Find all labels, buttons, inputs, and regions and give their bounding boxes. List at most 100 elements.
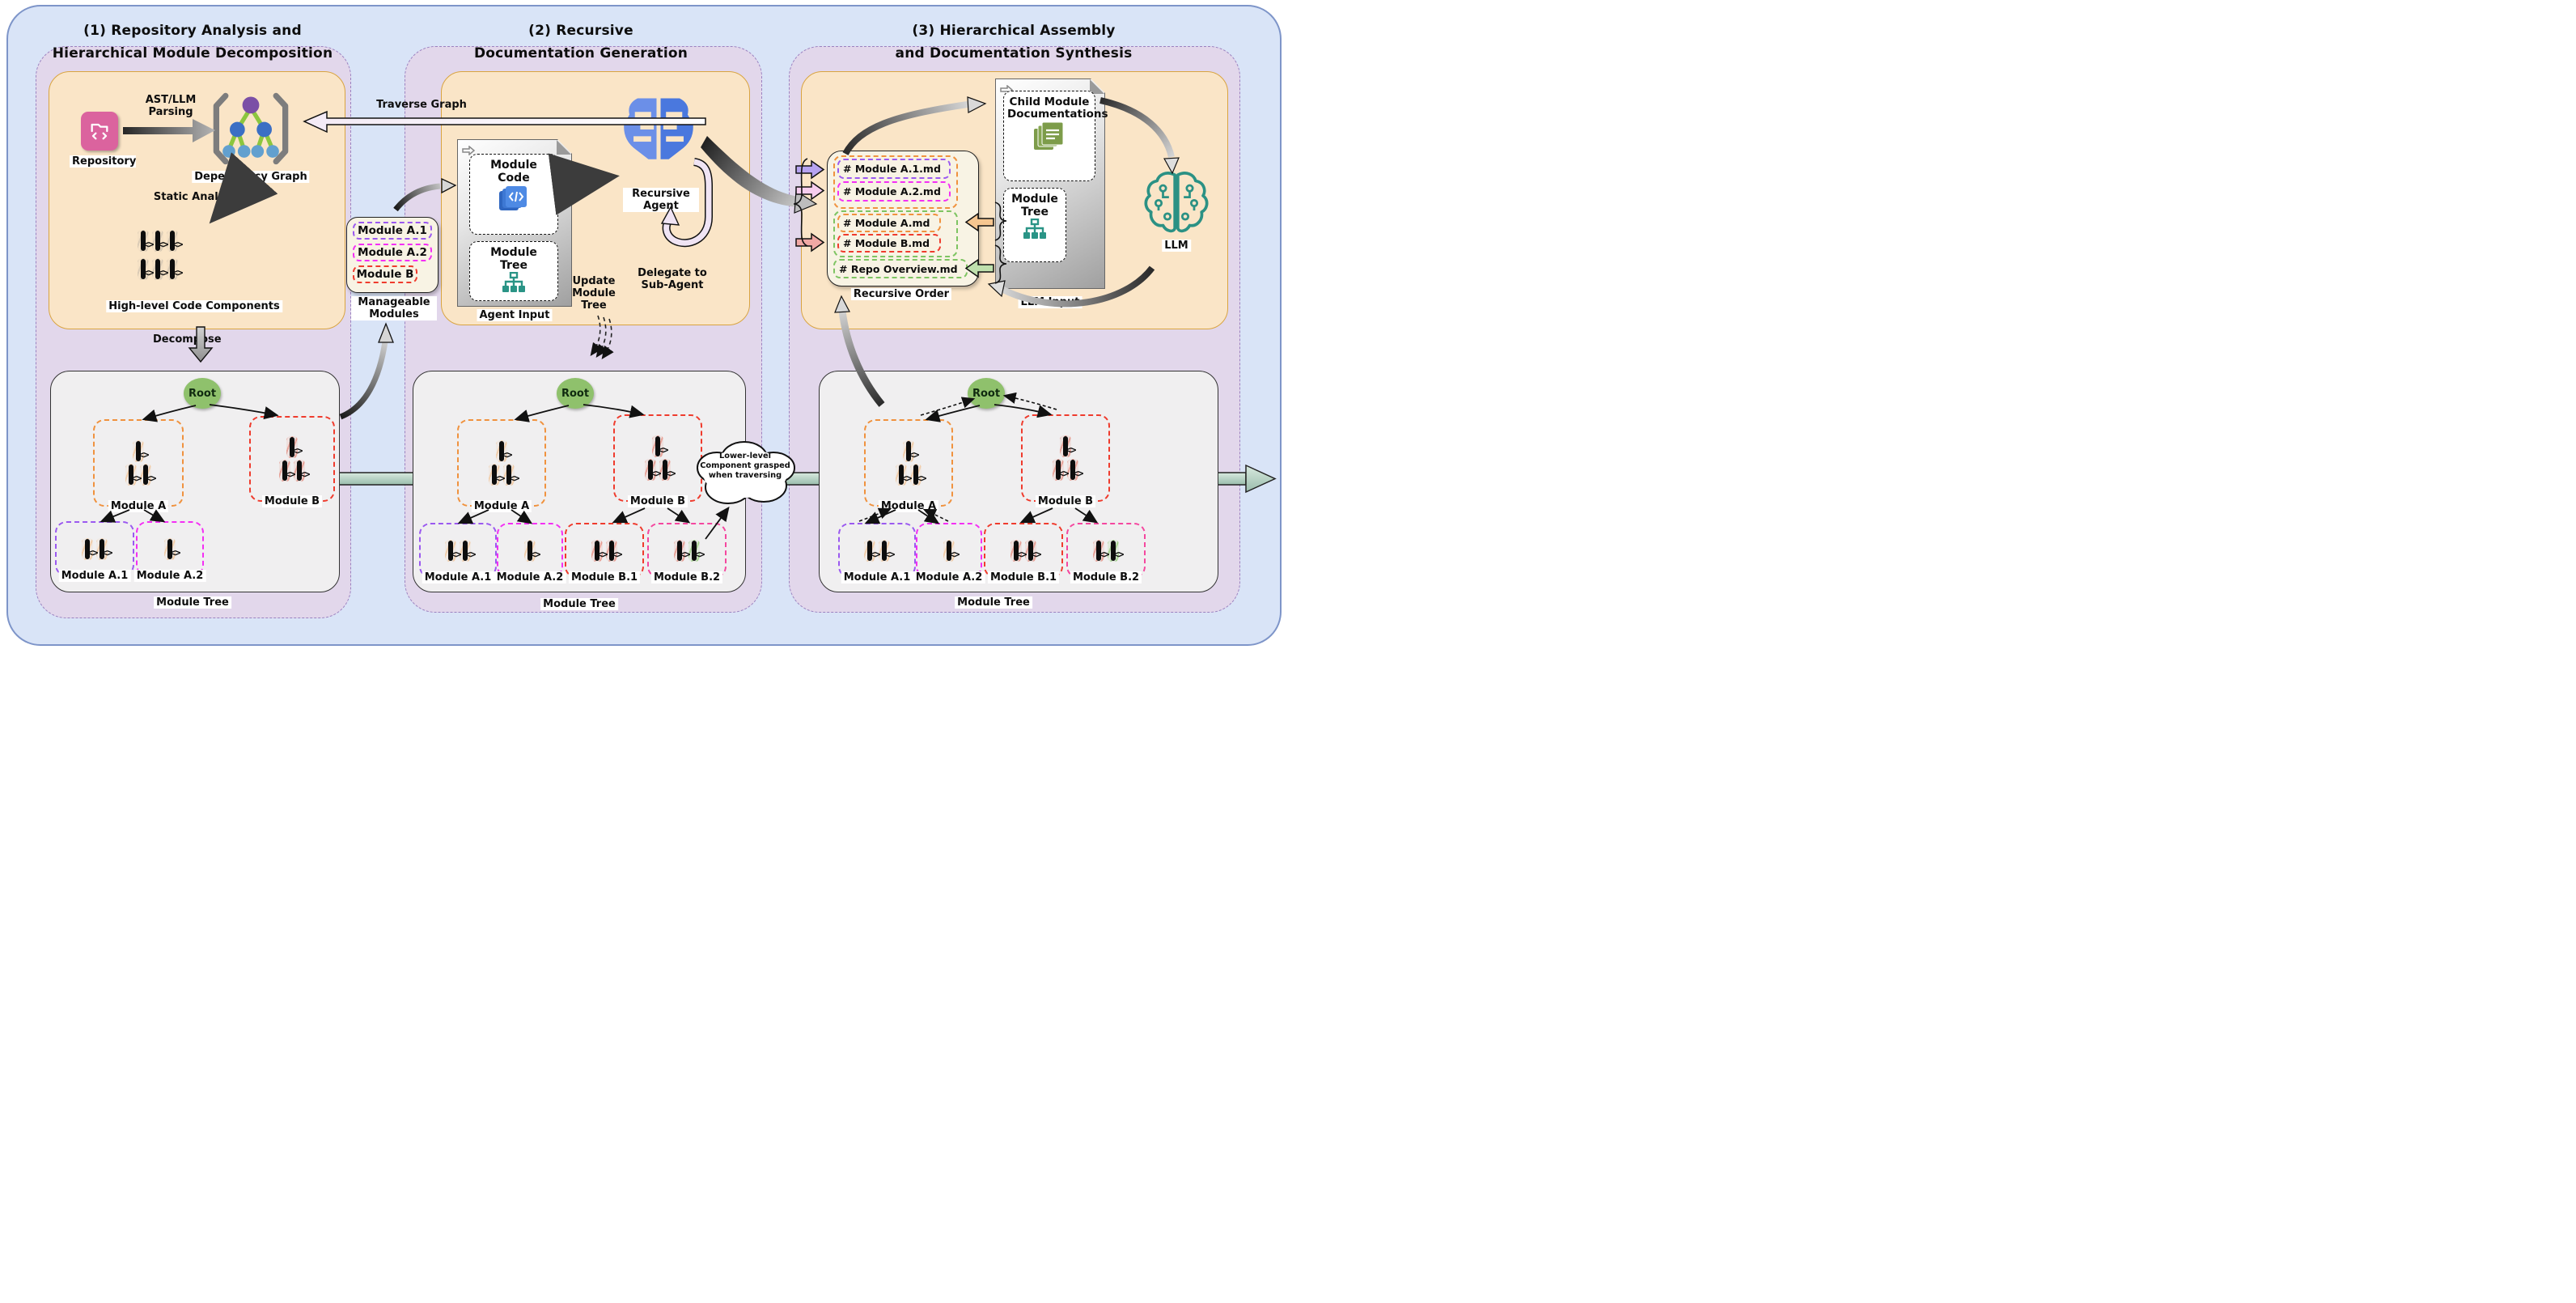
module-a-label: Module A <box>471 500 532 512</box>
code-icon <box>170 259 175 279</box>
module-code-label: Module Code <box>490 159 537 185</box>
panel2-title-line2: Documentation Generation <box>473 45 688 62</box>
llm-icon <box>1141 170 1212 240</box>
order-item-a2: # Module A.2.md <box>837 181 951 202</box>
module-tree-doc-label: Module Tree <box>490 246 537 272</box>
decompose-label: Decompose <box>153 333 222 346</box>
code-icon <box>499 441 504 461</box>
code-icon <box>677 540 682 561</box>
module-tree-section3: Module Tree <box>1003 188 1066 262</box>
code-icon <box>1063 436 1068 456</box>
panel1-title-line2: Hierarchical Module Decomposition <box>52 45 333 62</box>
tree1-module-a: Module A <box>93 419 184 512</box>
code-icon <box>906 441 911 461</box>
code-icon <box>136 441 141 461</box>
static-analysis-label: Static Analysis <box>153 191 242 203</box>
tree2-caption: Module Tree <box>540 598 618 610</box>
recursive-order-label: Recursive Order <box>850 288 952 300</box>
child-docs-label: Child Module Documentations <box>1007 95 1108 121</box>
manageable-item: Module A.2 <box>353 244 432 261</box>
repository-icon <box>81 112 118 151</box>
recursive-agent-label: Recursive Agent <box>623 188 699 212</box>
code-icon <box>1014 540 1019 561</box>
code-icon <box>143 465 148 485</box>
tree3-module-a1: Module A.1 <box>838 523 916 584</box>
code-files-icon <box>499 186 527 211</box>
manageable-modules-box: Module A.1 Module A.2 Module B <box>346 217 439 293</box>
tree2-root-node: Root <box>557 378 594 409</box>
tree3-module-b1: Module B.1 <box>984 523 1063 584</box>
manageable-item: Module A.1 <box>353 222 432 240</box>
page-arrow-icon <box>462 143 475 159</box>
module-b1-label: Module B.1 <box>987 571 1060 584</box>
tree1-module-b: Module B <box>249 416 335 507</box>
code-icon <box>663 460 667 480</box>
code-icon <box>492 465 497 485</box>
dependency-graph-icon <box>209 91 293 172</box>
code-icon <box>1056 460 1061 480</box>
module-a-label: Module A <box>108 500 169 512</box>
module-tree-section: Module Tree <box>469 241 558 301</box>
code-icon <box>100 538 104 559</box>
code-icon <box>448 540 453 561</box>
module-tree-doc3-label: Module Tree <box>1011 193 1058 219</box>
code-icon <box>1028 540 1033 561</box>
panel2-title-line1: (2) Recursive <box>528 23 633 39</box>
tree3-module-b2: Module B.2 <box>1066 523 1146 584</box>
code-icon <box>648 460 653 480</box>
llm-input-label: LLM Input <box>1018 296 1083 308</box>
code-icon <box>947 540 951 561</box>
code-icon <box>692 540 697 561</box>
module-a1-label: Module A.1 <box>841 571 913 584</box>
tree1-module-a2: Module A.2 <box>133 521 206 582</box>
delegate-label: Delegate to Sub-Agent <box>638 267 707 291</box>
module-a2-label: Module A.2 <box>494 571 566 584</box>
code-icon <box>129 465 133 485</box>
traverse-graph-label: Traverse Graph <box>376 99 467 111</box>
tree2-module-b2: Module B.2 <box>647 523 727 584</box>
order-item-b: # Module B.md <box>837 234 941 253</box>
order-item-a: # Module A.md <box>837 214 941 232</box>
code-icon <box>595 540 600 561</box>
code-icon <box>1111 540 1116 561</box>
code-icon <box>882 540 887 561</box>
code-icon <box>141 231 146 251</box>
ast-parsing-label: AST/LLM Parsing <box>145 94 197 118</box>
code-icon <box>85 538 90 559</box>
code-icon <box>155 231 160 251</box>
order-group-a-children <box>833 155 958 209</box>
code-icon <box>655 436 660 456</box>
tree3-module-b: Module B <box>1021 414 1110 507</box>
recursive-order-box <box>827 151 979 286</box>
tree1-module-a1: Module A.1 <box>55 521 134 582</box>
code-icon <box>506 465 511 485</box>
tree1-root-node: Root <box>184 378 221 409</box>
code-icon <box>141 259 146 279</box>
figure: (1) Repository Analysis and Hierarchical… <box>0 0 1288 652</box>
code-icon <box>527 540 532 561</box>
llm-label: LLM <box>1162 240 1191 252</box>
tree3-root-node: Root <box>968 378 1005 409</box>
code-icon <box>170 231 175 251</box>
code-icon <box>867 540 872 561</box>
order-item-overview: # Repo Overview.md <box>833 259 968 278</box>
child-docs-section: Child Module Documentations <box>1003 91 1108 181</box>
tree3-module-a: Module A <box>864 419 953 512</box>
tree2-module-a: Module A <box>457 419 546 512</box>
code-icon <box>155 259 160 279</box>
code-icon <box>167 538 172 559</box>
tree3-module-a2: Module A.2 <box>913 523 985 584</box>
agent-input-label: Agent Input <box>477 309 553 321</box>
module-b1-label: Module B.1 <box>568 571 641 584</box>
module-tree-icon <box>502 272 525 293</box>
module-a2-label: Module A.2 <box>133 570 206 582</box>
order-item-a1: # Module A.1.md <box>837 159 951 179</box>
module-a-label: Module A <box>878 500 939 512</box>
cloud-text: Lower-level Component grasped when trave… <box>700 452 790 481</box>
module-b-label: Module B <box>261 495 323 507</box>
module-tree-icon <box>1023 219 1046 240</box>
module-a1-label: Module A.1 <box>58 570 131 582</box>
repository-label: Repository <box>70 155 136 168</box>
code-icon <box>282 461 287 481</box>
code-icon <box>290 437 294 457</box>
